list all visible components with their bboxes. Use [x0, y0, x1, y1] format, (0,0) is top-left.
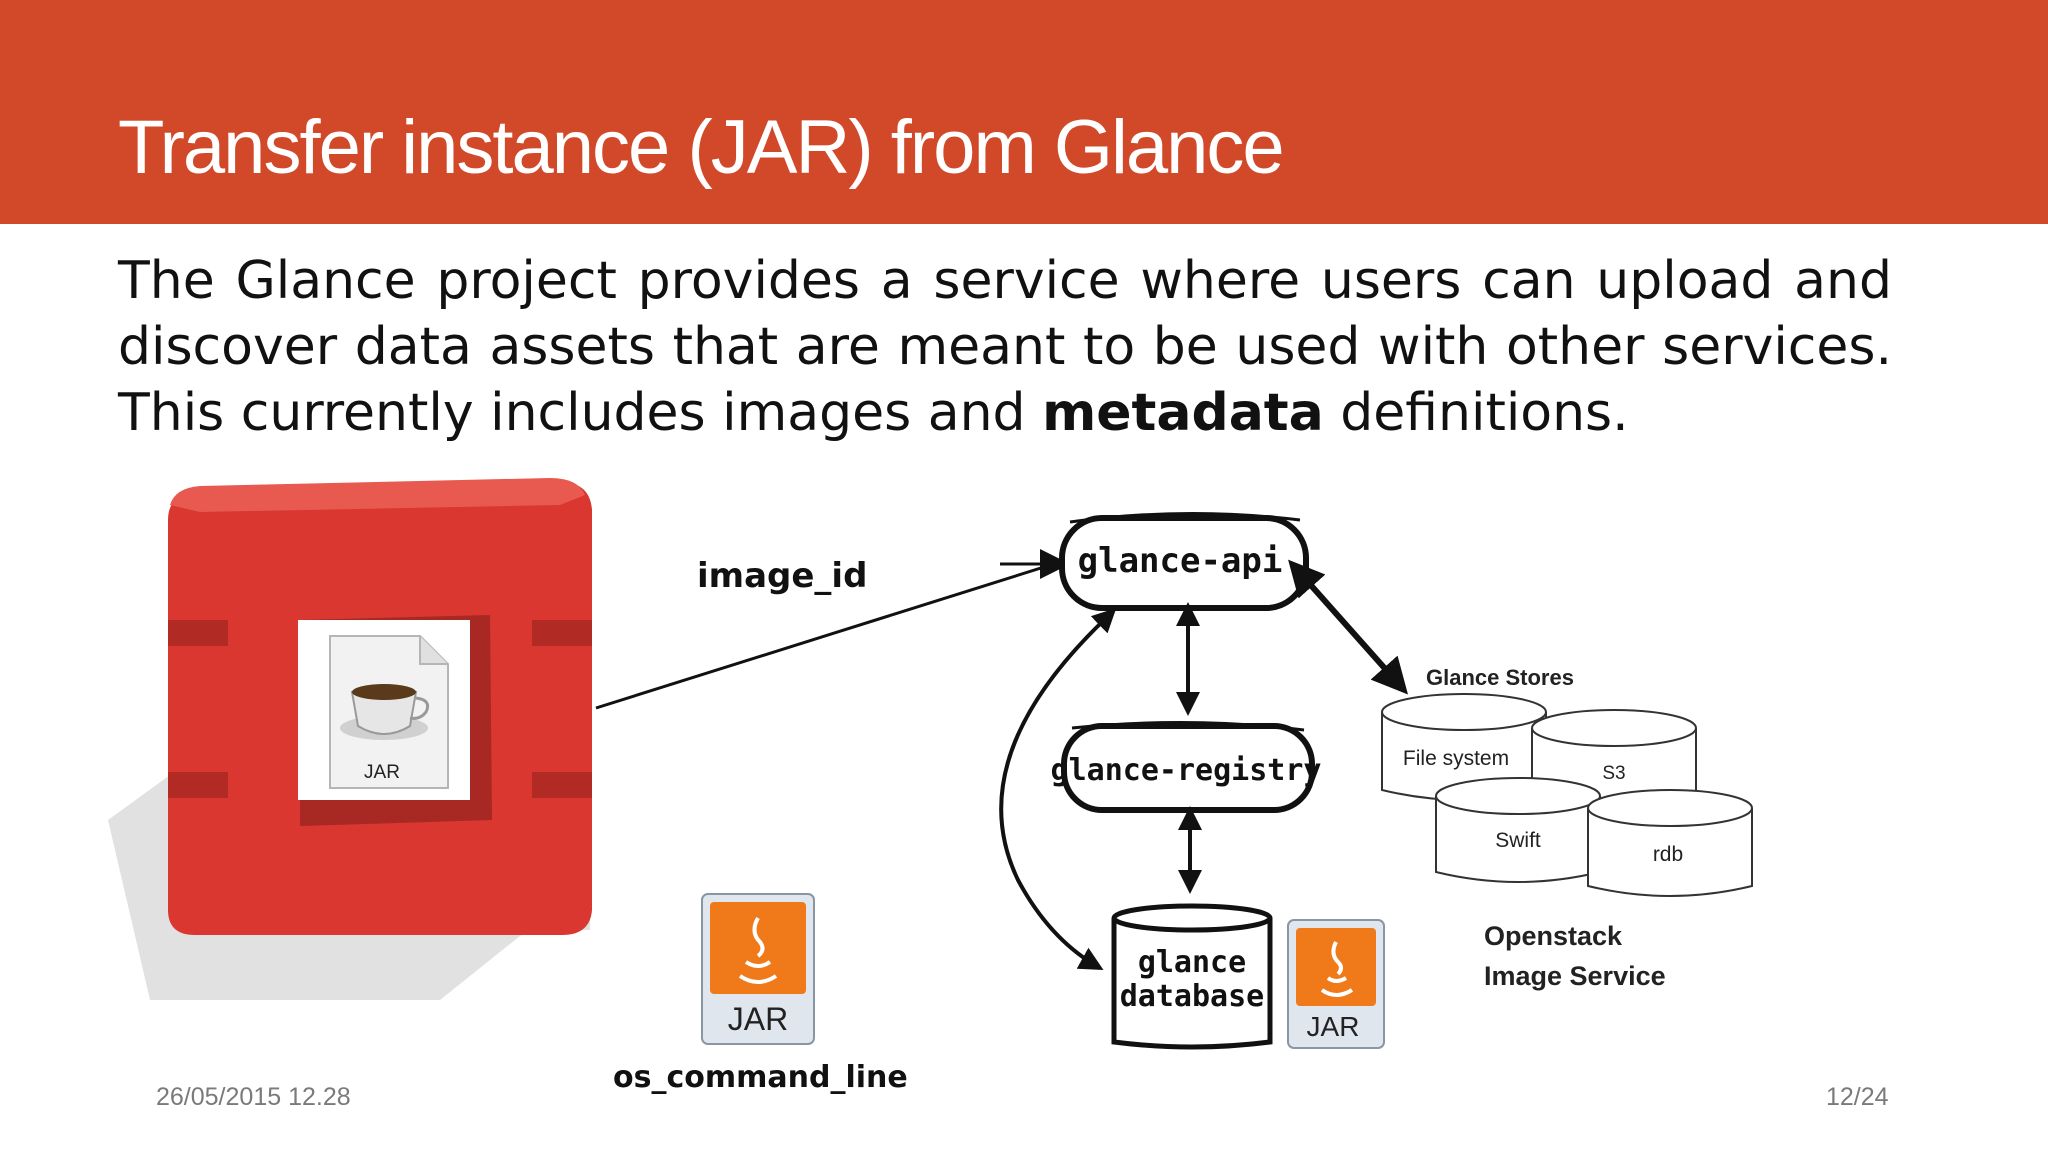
glance-api-box: glance-api: [1059, 511, 1309, 611]
store-s3-label: S3: [1602, 763, 1625, 784]
database-label-line2: database: [1120, 979, 1265, 1014]
database-label-line1: glance: [1138, 945, 1246, 980]
glance-api-label: glance-api: [1078, 541, 1283, 581]
store-rdb-label: rdb: [1653, 843, 1683, 866]
store-rdb-cylinder: rdb: [1587, 789, 1753, 897]
glance-registry-label: glance-registry: [1051, 753, 1322, 788]
title-bar: [0, 0, 2048, 224]
api-database-curved-arrow: [999, 608, 1117, 970]
glance-stores: Glance Stores File system S3 Swift rdb O…: [1381, 665, 1753, 991]
store-swift-label: Swift: [1495, 829, 1541, 852]
service-label-line1: Openstack: [1484, 921, 1623, 951]
api-stores-arrow: [1288, 559, 1408, 695]
image-id-arrow: [595, 560, 1061, 710]
jar-file-icon: JAR: [298, 620, 470, 800]
jar-file-label: JAR: [364, 762, 400, 783]
command-jar-icon-label: JAR: [728, 1001, 788, 1037]
service-label-line2: Image Service: [1484, 961, 1666, 991]
body-text-part1: The Glance project provides a service wh…: [118, 251, 1892, 443]
body-paragraph: The Glance project provides a service wh…: [118, 248, 1892, 446]
java-jar-icon-label: JAR: [1307, 1011, 1360, 1042]
java-jar-icon-command: JAR: [701, 893, 815, 1045]
body-text-part2: definitions.: [1323, 383, 1629, 443]
glance-stores-title: Glance Stores: [1426, 665, 1574, 690]
page-number: 12/24: [1826, 1083, 1889, 1111]
os-command-line-label: os_command_line: [613, 1060, 908, 1095]
store-swift-cylinder: Swift: [1435, 777, 1601, 883]
body-text-bold: metadata: [1042, 383, 1324, 443]
glance-database-cylinder: glance database: [1111, 903, 1273, 1050]
glance-registry-box: glance-registry: [1051, 720, 1322, 813]
java-jar-icon: JAR: [1287, 919, 1385, 1049]
image-id-label: image_id: [697, 556, 868, 596]
footer-date: 26/05/2015 12.28: [156, 1083, 351, 1111]
slide-title: Transfer instance (JAR) from Glance: [118, 105, 1285, 190]
store-file-system-label: File system: [1403, 747, 1509, 770]
